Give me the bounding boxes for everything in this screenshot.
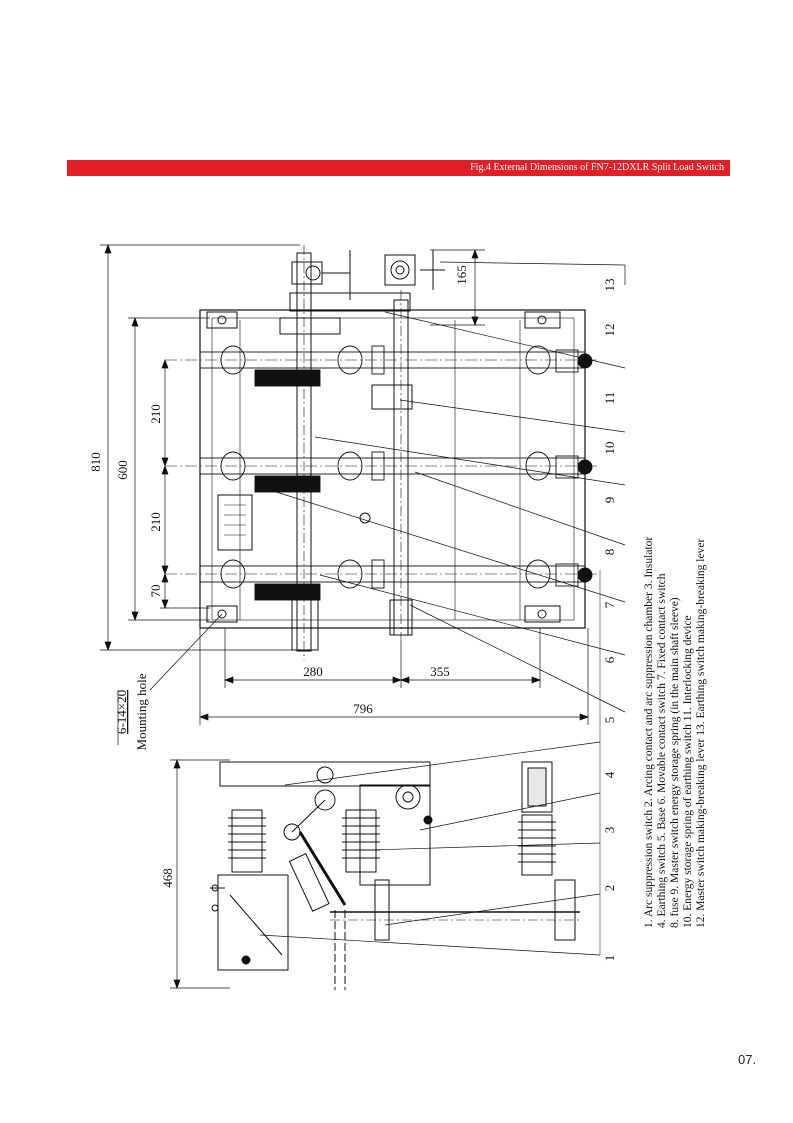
- callout-1: 1: [602, 955, 617, 962]
- page-number: 07.: [738, 1052, 757, 1067]
- callout-6: 6: [602, 656, 617, 663]
- mounting-hole-label: Mounting hole: [134, 673, 149, 750]
- callout-3: 3: [602, 827, 617, 834]
- callout-10: 10: [602, 442, 617, 455]
- dim-left-span: 280: [303, 664, 323, 679]
- legend-line-5: 12. Master switch making-breaking lever …: [695, 539, 707, 928]
- dim-top-offset: 165: [454, 265, 469, 285]
- dim-overall-width: 796: [353, 701, 373, 716]
- dim-frame-height: 600: [115, 460, 130, 480]
- legend-line-2: 4. Earthing switch 5. Base 6. Movable co…: [656, 573, 668, 928]
- callout-4: 4: [602, 771, 617, 778]
- callout-numbers: 13 12 11 10 9 8 7 6 5 4 3 2 1: [602, 279, 617, 962]
- title-banner: Fig.4 External Dimensions of FN7-12DXLR …: [67, 160, 730, 176]
- dimension-lines: [100, 244, 589, 989]
- legend: 1. Arc suppression switch 2. Arcing cont…: [643, 537, 707, 928]
- figure-title: Fig.4 External Dimensions of FN7-12DXLR …: [470, 162, 724, 173]
- callout-5: 5: [602, 717, 617, 724]
- dim-side-height: 468: [160, 868, 175, 888]
- top-view-drawing: [165, 245, 600, 660]
- callout-7: 7: [602, 601, 617, 608]
- callout-8: 8: [602, 549, 617, 556]
- dim-pitch-top: 210: [148, 404, 163, 424]
- callout-2: 2: [602, 885, 617, 892]
- dim-overall-height: 810: [88, 452, 103, 472]
- dim-pitch-bottom: 210: [148, 512, 163, 532]
- callout-9: 9: [602, 497, 617, 504]
- callout-11: 11: [602, 392, 617, 405]
- side-view-drawing: [210, 761, 580, 990]
- dim-bottom-offset: 70: [148, 585, 163, 598]
- callout-leaders: [259, 261, 626, 956]
- legend-line-1: 1. Arc suppression switch 2. Arcing cont…: [643, 537, 655, 928]
- callout-12: 12: [602, 324, 617, 337]
- legend-line-3: 8. fuse 9. Master switch energy storage …: [669, 597, 681, 928]
- mounting-hole-size: 6-14×20: [114, 690, 129, 734]
- dim-right-span: 355: [430, 664, 450, 679]
- legend-line-4: 10. Energy storage spring of earthing sw…: [682, 615, 694, 928]
- callout-13: 13: [602, 279, 617, 292]
